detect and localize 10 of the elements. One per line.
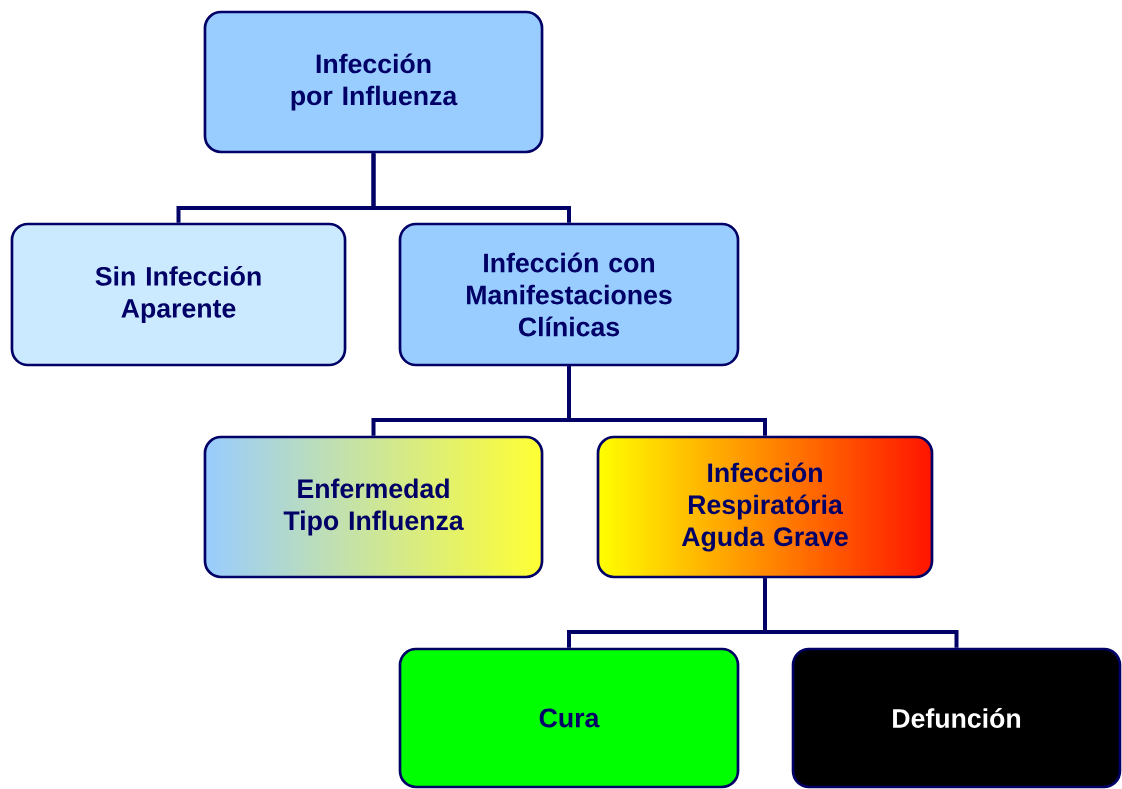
process-box: Infección por Influenza — [203, 10, 544, 154]
process-box: Enfermedad Tipo Influenza — [203, 435, 544, 579]
connector — [763, 578, 959, 648]
process-box: Sin Infección Aparente — [10, 222, 347, 367]
process-box: Defunción — [791, 647, 1122, 789]
process-box: Infección Respiratória Aguda Grave — [596, 435, 934, 579]
connector — [371, 153, 571, 223]
process-box: Infección con Manifestaciones Clínicas — [398, 222, 740, 367]
process-box: Cura — [398, 647, 740, 789]
connector — [567, 366, 767, 436]
